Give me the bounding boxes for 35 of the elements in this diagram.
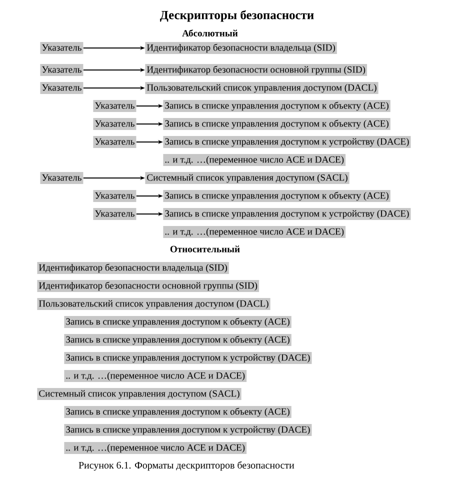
text-box: Запись в списке управления доступом к объекту (ACE) — [64, 406, 292, 418]
text-box: Указатель — [93, 118, 136, 130]
text-box: Системный список управления доступом (SACL) — [145, 172, 350, 184]
text-box: Указатель — [40, 42, 84, 54]
text-box: .. и т.д. …(переменное число ACE и DACE) — [163, 226, 346, 238]
text-box: Запись в списке управления доступом к устройству (DACE) — [163, 136, 411, 148]
text-box: Идентификатор безопасности владельца (SID) — [37, 262, 229, 274]
text-box: .. и т.д. …(переменное число ACE и DACE) — [163, 154, 346, 166]
text-box: Запись в списке управления доступом к устройству (DACE) — [64, 424, 312, 436]
text-box: Запись в списке управления доступом к объекту (ACE) — [64, 334, 292, 346]
text-box: Идентификатор безопасности основной группы (SID) — [145, 64, 368, 76]
text-box: Идентификатор безопасности основной группы (SID) — [37, 280, 260, 292]
text-box: Идентификатор безопасности владельца (SID) — [145, 42, 337, 54]
text-box: Указатель — [93, 100, 136, 112]
text-box: Пользовательский список управления доступом (DACL) — [145, 82, 378, 94]
text-box: Запись в списке управления доступом к объекту (ACE) — [163, 118, 390, 130]
text-box: Пользовательский список управления доступом (DACL) — [37, 298, 270, 310]
text-box: .. и т.д. …(переменное число ACE и DACE) — [64, 370, 247, 382]
section-heading: Относительный — [170, 246, 240, 252]
title: Дескрипторы безопасности — [160, 10, 314, 22]
text-box: Указатель — [40, 64, 84, 76]
caption: Рисунок 6.1. Форматы дескрипторов безопасности — [78, 461, 294, 471]
text-box: Запись в списке управления доступом к объекту (ACE) — [64, 316, 292, 328]
text-box: Системный список управления доступом (SACL) — [37, 388, 242, 400]
text-box: Запись в списке управления доступом к устройству (DACE) — [163, 208, 411, 220]
text-box: Запись в списке управления доступом к объекту (ACE) — [163, 100, 390, 112]
text-box: Указатель — [40, 82, 84, 94]
text-box: Указатель — [93, 136, 136, 148]
section-heading: Абсолютный — [182, 30, 238, 36]
text-box: Запись в списке управления доступом к объекту (ACE) — [163, 190, 390, 202]
text-box: Указатель — [40, 172, 84, 184]
text-box: .. и т.д. …(переменное число ACE и DACE) — [64, 442, 247, 454]
text-box: Указатель — [93, 190, 136, 202]
text-box: Запись в списке управления доступом к устройству (DACE) — [64, 352, 312, 364]
text-box: Указатель — [93, 208, 136, 220]
